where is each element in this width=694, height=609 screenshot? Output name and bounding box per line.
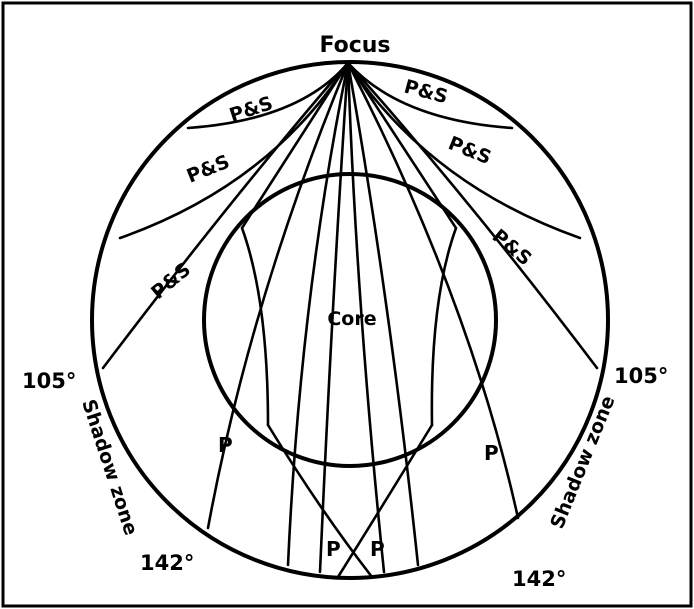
- p-ray-left-outer: [208, 63, 348, 528]
- angle-105-right: 105°: [614, 364, 668, 388]
- angle-142-left: 142°: [140, 551, 194, 575]
- p-label-bottom-right: P: [370, 537, 385, 561]
- ps-ray-left-3: [103, 63, 348, 368]
- core-label: Core: [327, 308, 376, 330]
- ps-label-right-2: P&S: [445, 132, 494, 169]
- ps-label-left-2: P&S: [184, 151, 233, 188]
- angle-105-left: 105°: [22, 369, 76, 393]
- angle-142-right: 142°: [512, 567, 566, 591]
- ps-label-left-3: P&S: [147, 259, 195, 304]
- ps-label-left-1: P&S: [227, 92, 276, 127]
- p-label-left: P: [218, 433, 233, 457]
- ps-ray-right-3: [348, 63, 597, 368]
- shadow-zone-right: Shadow zone: [546, 393, 619, 532]
- p-label-right: P: [484, 441, 499, 465]
- focus-label: Focus: [319, 33, 390, 58]
- p-label-bottom-left: P: [326, 537, 341, 561]
- ps-label-right-3: P&S: [488, 225, 536, 270]
